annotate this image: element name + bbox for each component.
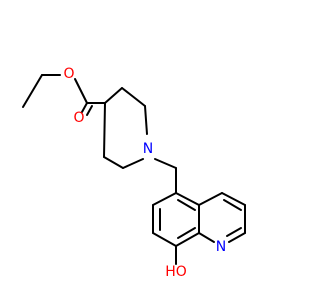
bond-q8-q8a-inner: [177, 227, 196, 239]
atom-n-piperidine: N: [143, 141, 153, 157]
bond-carbonyl-2: [86, 105, 93, 116]
bond-q4a-q5: [175, 192, 200, 206]
bond-pip-c2-n: [144, 105, 148, 135]
atom-hydroxyl: HO: [165, 264, 187, 280]
bond-carbonyl-1: [81, 102, 88, 113]
molecule-structure: O O N N HO: [22, 66, 246, 280]
bond-q4a-q5-inner: [177, 199, 196, 211]
bond-ethyl-cc: [22, 74, 43, 108]
bond-pip-n-c6: [122, 158, 144, 169]
bond-q4-q3: [221, 192, 246, 206]
bond-n-ch2: [154, 158, 177, 169]
bond-pip-c5-c4: [103, 102, 106, 158]
bond-q5-q6: [152, 192, 177, 206]
bond-q2-n-inner: [226, 227, 242, 237]
bond-n-q8a: [198, 232, 215, 243]
bond-q2-n: [228, 232, 246, 243]
bond-pip-c4-c3: [104, 87, 123, 104]
bond-q4a-q4: [198, 192, 223, 206]
bond-ester-o-c: [74, 78, 88, 104]
bond-q4-q3-inner: [223, 199, 242, 211]
molecule-canvas: O O N N HO: [22, 66, 246, 280]
atom-o-carbonyl: O: [73, 110, 84, 126]
bond-q8-q8a: [175, 232, 200, 247]
atom-o-ester: O: [63, 66, 74, 82]
bond-q7-q8: [152, 232, 177, 247]
bond-pip-c3-c2: [121, 87, 146, 107]
bond-pip-c6-c5: [103, 156, 124, 169]
atom-n-quinoline: N: [216, 239, 226, 255]
